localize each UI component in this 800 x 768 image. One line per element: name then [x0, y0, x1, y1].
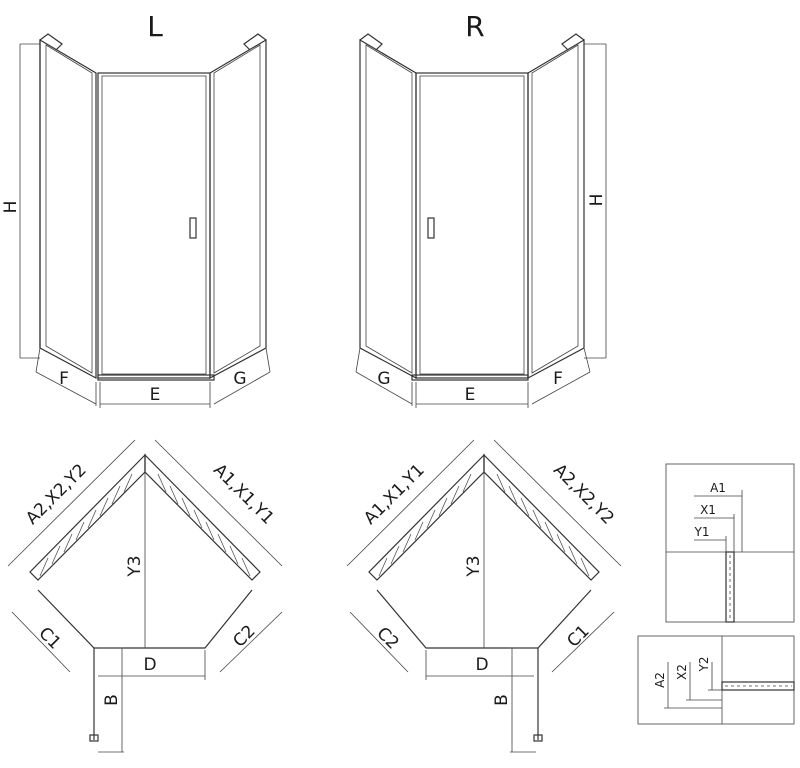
wall-right [144, 453, 261, 581]
detail-label-Y1: Y1 [694, 525, 710, 539]
front-view-right: R H G E F [355, 10, 607, 408]
dim-label-B-right: B [492, 694, 512, 706]
dim-label-C1-left: C1 [34, 623, 64, 653]
dim-label-H-left: H [1, 201, 21, 214]
profile-section-top [725, 551, 735, 623]
dim-label-C1-right: C1 [563, 621, 593, 651]
door-panel [97, 72, 211, 379]
detail-label-X1: X1 [700, 503, 716, 517]
door-handle [427, 217, 435, 239]
dim-label-A2X2Y2-right: A2,X2,Y2 [549, 460, 618, 529]
detail-box-bottom: A2 X2 Y2 [637, 635, 795, 725]
dim-label-F-right: F [553, 369, 563, 389]
dim-label-F-left: F [59, 369, 69, 389]
enclosure-outline [37, 589, 253, 649]
door-handle [189, 217, 197, 239]
variant-label-left: L [147, 10, 163, 43]
left-side-panel [39, 38, 97, 380]
dim-label-H-right: H [587, 194, 607, 207]
right-side-panel [209, 38, 267, 380]
dim-label-Y3-right: Y3 [464, 555, 484, 577]
enclosure-outline [376, 589, 592, 649]
detail-label-A1: A1 [710, 481, 726, 495]
dim-label-D-left: D [143, 655, 156, 675]
detail-frame-bottom [637, 635, 795, 725]
dim-label-E-left: E [150, 385, 161, 405]
dim-label-Y3-left: Y3 [125, 555, 145, 577]
detail-box-top: A1 X1 Y1 [665, 463, 795, 623]
dim-label-D-right: D [475, 655, 488, 675]
dim-label-G-right: G [377, 369, 390, 389]
dim-label-B-left: B [102, 694, 122, 706]
plan-view-left: Y3 D B A2,X2,Y2 A1,X1,Y1 C1 C2 [7, 439, 283, 753]
detail-label-A2: A2 [653, 672, 667, 688]
detail-label-Y2: Y2 [697, 657, 711, 673]
front-view-left: L H F E G [1, 10, 271, 408]
dim-label-G-left: G [233, 369, 246, 389]
right-side-panel [527, 38, 585, 380]
detail-label-X2: X2 [675, 664, 689, 680]
dim-label-E-right: E [465, 385, 476, 405]
dim-label-C2-left: C2 [229, 621, 259, 651]
dim-label-C2-right: C2 [372, 623, 402, 653]
door-panel [415, 72, 529, 379]
left-side-panel [359, 38, 417, 380]
profile-section-bottom [721, 681, 795, 691]
dim-label-A1X1Y1-left: A1,X1,Y1 [209, 460, 278, 529]
wall-right [483, 453, 600, 581]
plan-view-right: Y3 D B A1,X1,Y1 A2,X2,Y2 C2 C1 [346, 439, 622, 753]
variant-label-right: R [465, 10, 484, 43]
